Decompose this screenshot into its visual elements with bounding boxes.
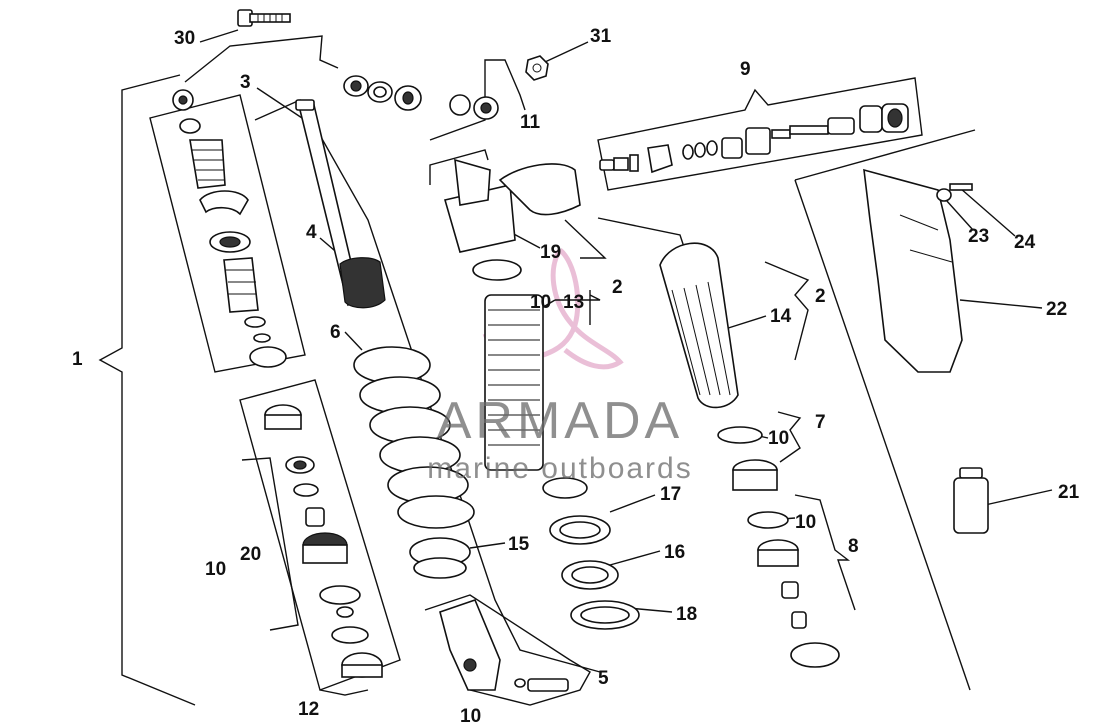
group-bracket-lines: [98, 35, 976, 706]
callout-16: 16: [664, 542, 685, 563]
part-23-24-screw-washer: [936, 183, 973, 202]
callout-10-left: 10: [205, 559, 226, 580]
callout-13: 13: [563, 292, 584, 313]
callout-24: 24: [1014, 232, 1036, 253]
part-14-reservoir-sleeve: [659, 242, 739, 409]
callout-23: 23: [968, 226, 989, 247]
callout-2-center: 2: [612, 277, 623, 298]
callout-10-upper: 10: [530, 292, 551, 313]
watermark-brand: ARMADA: [437, 392, 683, 450]
part-7-8-piston-stack: [717, 426, 840, 668]
part-12-lower-left-stack: [264, 404, 383, 678]
watermark: ARMADA marine outboards: [427, 392, 692, 485]
part-17-16-18-rings: [542, 477, 640, 630]
callout-20: 20: [240, 544, 261, 565]
callout-15: 15: [508, 534, 530, 555]
callout-8: 8: [848, 536, 859, 557]
callout-2-right: 2: [815, 286, 826, 307]
watermark-tagline: marine outboards: [427, 452, 692, 485]
callout-7: 7: [815, 412, 826, 433]
callout-4: 4: [306, 222, 317, 243]
callout-12: 12: [298, 699, 319, 720]
part-15-spring-seat: [409, 537, 471, 579]
callout-30: 30: [174, 28, 195, 49]
part-4-bump-stop: [339, 257, 386, 309]
part-upper-left-stack: [172, 89, 287, 368]
callout-22: 22: [1046, 299, 1067, 320]
callout-17: 17: [660, 484, 681, 505]
part-6-spring: [353, 346, 475, 529]
part-5-clevis: [439, 599, 569, 692]
callout-19: 19: [540, 242, 561, 263]
callout-21: 21: [1058, 482, 1080, 503]
callout-11: 11: [520, 112, 541, 133]
callout-labels: 30 31 9 3 11 4 19 23 24 1 10 13 2 2 14 2…: [72, 26, 1080, 727]
callout-9: 9: [740, 59, 751, 80]
callout-31: 31: [590, 26, 612, 47]
callout-1: 1: [72, 349, 83, 370]
part-22-mud-guard: [863, 168, 963, 373]
callout-18: 18: [676, 604, 697, 625]
part-13-body: [472, 259, 544, 471]
callout-10-right-lower: 10: [795, 512, 816, 533]
part-11-bushings: [343, 75, 499, 120]
callout-6: 6: [330, 322, 341, 343]
part-19-reservoir-head: [443, 158, 581, 253]
callout-3: 3: [240, 72, 251, 93]
part-30-bolt: [237, 9, 291, 27]
callout-10-bottom: 10: [460, 706, 481, 727]
callout-14: 14: [770, 306, 792, 327]
callout-5: 5: [598, 668, 609, 689]
callout-10-right-upper: 10: [768, 428, 789, 449]
part-21-oil-bottle: [953, 467, 989, 534]
part-9-valve-assembly: [599, 103, 909, 174]
part-31-nut: [525, 55, 549, 81]
